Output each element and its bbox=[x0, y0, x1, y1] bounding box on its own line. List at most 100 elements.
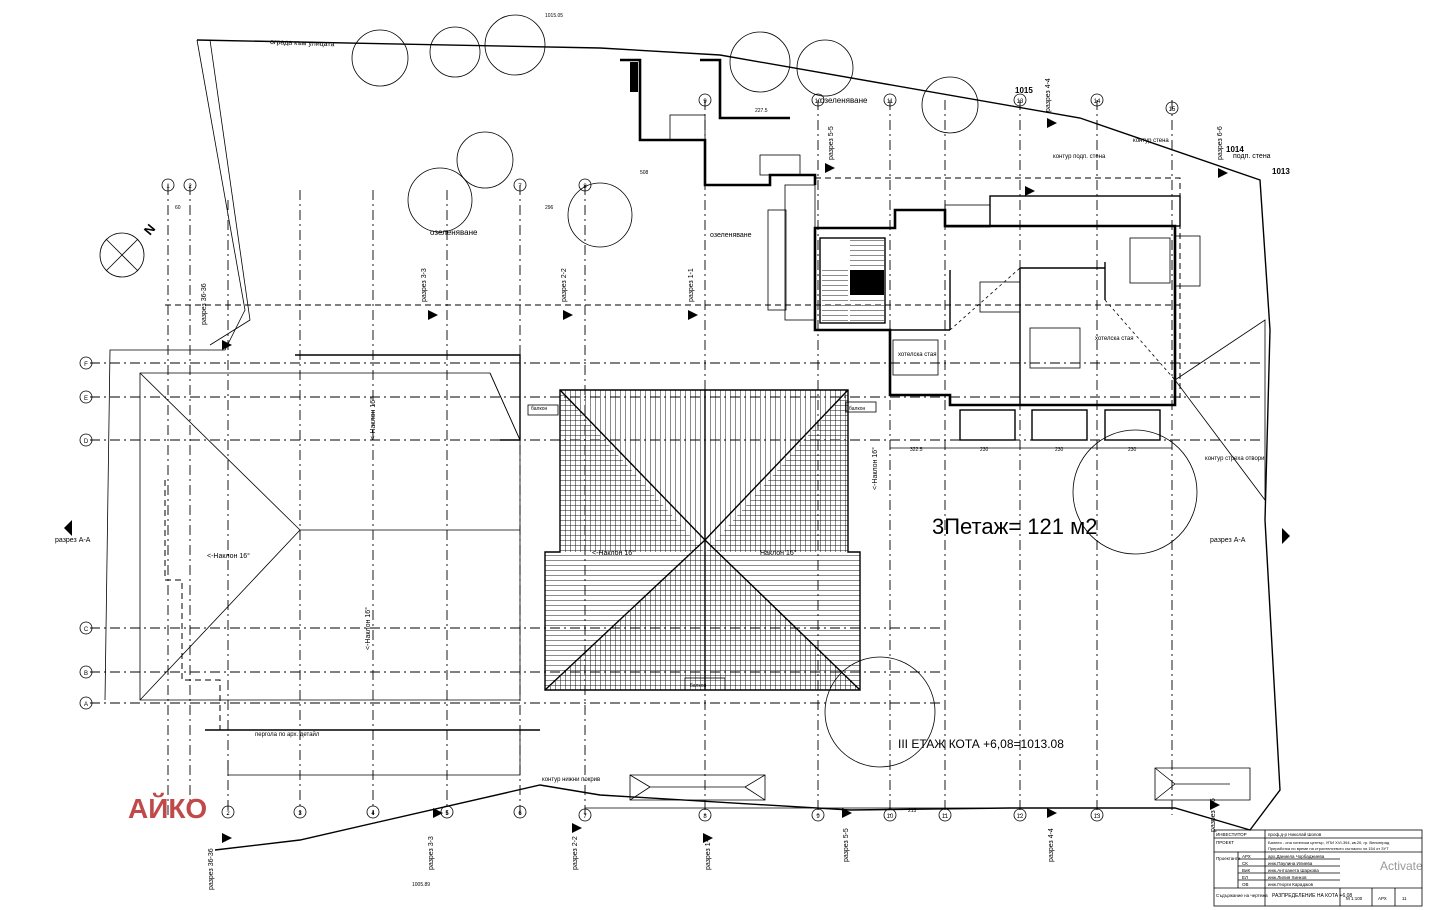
section-label: разрез 2-2 bbox=[572, 836, 579, 870]
label-contour-support-wall: контур подп. стена bbox=[1053, 154, 1106, 160]
tb-project: Балнео - спа хотелски център, УПИ XVI-39… bbox=[1268, 840, 1390, 845]
tb-discipline: ОВ bbox=[1242, 882, 1249, 887]
label-landscaping: озеленяване bbox=[430, 228, 478, 237]
svg-text:9: 9 bbox=[703, 99, 707, 105]
section-label: разрез 1-1 bbox=[705, 836, 712, 870]
svg-text:11: 11 bbox=[887, 99, 894, 105]
watermark-text: Activate bbox=[1380, 859, 1423, 873]
entrance-block bbox=[620, 58, 817, 321]
tb-project-2: Преработка по време на строителството съ… bbox=[1268, 846, 1389, 851]
svg-text:13: 13 bbox=[1094, 814, 1101, 820]
svg-text:B: B bbox=[84, 671, 88, 677]
axis-bubbles-top: 1 2 7 8 9 10 11 13 14 15 bbox=[161, 93, 1179, 192]
svg-text:14: 14 bbox=[1094, 99, 1101, 105]
svg-text:D: D bbox=[84, 439, 89, 445]
tb-discipline: СК bbox=[1242, 861, 1248, 866]
tb-designer: инж.Лилия Хинков bbox=[1268, 875, 1307, 880]
floor-area-label: 3Петаж= 121 м2 bbox=[932, 514, 1097, 539]
label-hotel-room: хотелска стая bbox=[1095, 336, 1133, 342]
tb-scale: М 1:100 bbox=[1346, 896, 1363, 901]
section-label: разрез 36-36 bbox=[201, 283, 208, 325]
level-mark-bottom: 1005.89 bbox=[412, 882, 430, 888]
hotel-wing bbox=[813, 177, 1201, 441]
level-mark-top: 1015.05 bbox=[545, 13, 563, 19]
dimension: 230 bbox=[1055, 447, 1064, 453]
tb-discipline: ЕЛ bbox=[1242, 875, 1248, 880]
label-street-fence: ограда към улицата bbox=[270, 39, 335, 48]
section-label: разрез 3-3 bbox=[428, 836, 435, 870]
tb-sheet: 11 bbox=[1402, 896, 1407, 901]
section-label: разрез 6-6 bbox=[1217, 126, 1224, 160]
section-label: разрез 4-4 bbox=[1045, 78, 1052, 112]
title-block: ИНВЕСТИТОР проф.д-р Николай Шопов ПРОЕКТ… bbox=[1213, 829, 1423, 907]
tb-discipline: ВиК bbox=[1242, 868, 1251, 873]
dimension: 215 bbox=[908, 808, 917, 814]
label-slope: <-Наклон 16° bbox=[207, 552, 250, 560]
section-label: разрез А-А bbox=[1210, 537, 1246, 544]
tb-drawing-title: РАЗПРЕДЕЛЕНИЕ НА КОТА +6,08 bbox=[1272, 893, 1352, 899]
label-landscaping: озеленяване bbox=[710, 232, 752, 239]
svg-text:A: A bbox=[84, 702, 88, 708]
label-landscaping: озеленяване bbox=[820, 96, 868, 105]
svg-text:7: 7 bbox=[583, 814, 587, 820]
tb-part: АРХ bbox=[1378, 896, 1387, 901]
section-label: разрез 6-6 bbox=[1210, 798, 1217, 832]
label-pergola: пергола по арх. детайл bbox=[255, 731, 320, 738]
tb-project-label: ПРОЕКТ bbox=[1216, 840, 1234, 845]
section-label: разрез 1-1 bbox=[688, 268, 695, 302]
svg-text:8: 8 bbox=[703, 814, 707, 820]
svg-text:6: 6 bbox=[518, 811, 522, 817]
dimension: 227.5 bbox=[755, 108, 768, 114]
site-boundary bbox=[104, 39, 1281, 851]
label-contour-eaves: контур стрехa отвори bbox=[1205, 456, 1265, 462]
section-label: разрез 3-3 bbox=[421, 268, 428, 302]
svg-text:E: E bbox=[84, 396, 88, 402]
label-slope: <-Наклон 16° bbox=[369, 397, 377, 440]
central-roof bbox=[544, 389, 861, 691]
tb-designer: инж.Георги Караджов bbox=[1268, 882, 1314, 887]
tb-designers-label: Проектанти bbox=[1216, 856, 1241, 861]
section-label: разрез 4-4 bbox=[1048, 828, 1055, 862]
brand-logo: АЙКО bbox=[128, 792, 207, 824]
svg-text:11: 11 bbox=[942, 814, 949, 820]
dimension: 508 bbox=[640, 170, 649, 176]
dimension: 230 bbox=[1128, 447, 1137, 453]
section-markers bbox=[64, 118, 1290, 843]
svg-text:15: 15 bbox=[1169, 107, 1176, 113]
small-roofs bbox=[629, 319, 1266, 801]
dimension: 296 bbox=[545, 205, 554, 211]
tb-investor-label: ИНВЕСТИТОР bbox=[1216, 832, 1247, 837]
label-contour-lower-roof: контур нижни покрив bbox=[542, 777, 600, 783]
svg-text:1: 1 bbox=[166, 184, 170, 190]
label-hotel-room: хотелска стая bbox=[898, 352, 936, 358]
label-slope: Наклон 16° bbox=[760, 549, 797, 557]
svg-text:4: 4 bbox=[371, 811, 375, 817]
svg-text:C: C bbox=[84, 627, 89, 633]
label-balcony: балкон bbox=[531, 406, 547, 412]
level-1015: 1015 bbox=[1015, 86, 1033, 95]
section-label: разрез А-А bbox=[55, 537, 91, 544]
svg-text:10: 10 bbox=[815, 99, 822, 105]
north-arrow: N bbox=[141, 221, 159, 238]
tb-content-label: Съдържание на чертежа bbox=[1216, 893, 1268, 898]
tb-investor: проф.д-р Николай Шопов bbox=[1268, 831, 1322, 837]
label-balcony: балкон bbox=[849, 406, 865, 412]
section-label: разрез 5-5 bbox=[843, 828, 850, 862]
svg-text:10: 10 bbox=[887, 814, 894, 820]
dimension: 60 bbox=[175, 205, 181, 211]
left-roof bbox=[139, 372, 521, 701]
label-slope: <-Наклон 16° bbox=[592, 549, 635, 557]
svg-text:12: 12 bbox=[1017, 814, 1024, 820]
section-label: разрез 2-2 bbox=[561, 268, 568, 302]
label-slope: <-Наклон 16° bbox=[871, 447, 879, 490]
section-label: разрез 5-5 bbox=[828, 126, 835, 160]
label-balcony: балкон bbox=[690, 683, 706, 689]
svg-text:9: 9 bbox=[816, 814, 820, 820]
tree-symbols bbox=[99, 14, 1198, 768]
dimension: 322.5 bbox=[910, 447, 923, 453]
axis-bubbles-left: F E D C B A bbox=[79, 356, 93, 710]
svg-text:13: 13 bbox=[1017, 99, 1024, 105]
svg-text:5: 5 bbox=[445, 811, 449, 817]
floor-level-label: III ЕТАЖ КОТА +6,08=1013.08 bbox=[898, 737, 1064, 751]
